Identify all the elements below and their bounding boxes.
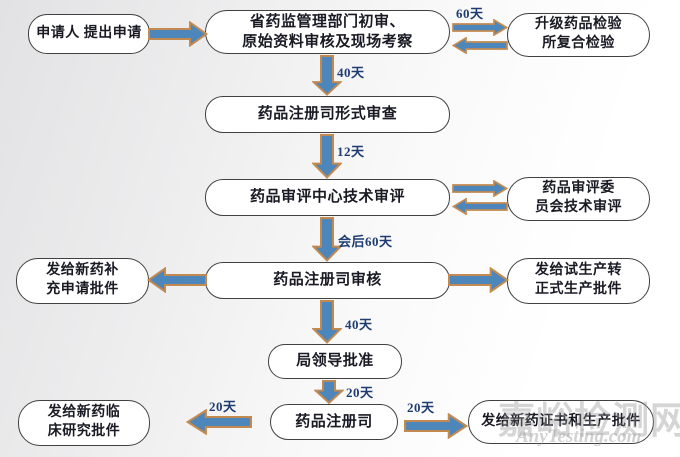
arrow-provincial-to-formal xyxy=(312,55,342,96)
box-clinical-approval: 发给新药临 床研究批件 xyxy=(18,400,150,446)
arrow-dept-to-certificate xyxy=(404,413,468,439)
box-trial-to-formal-approval-label: 发给试生产转 正式生产批件 xyxy=(535,263,622,297)
box-registration-review-label: 药品注册司审核 xyxy=(273,272,382,289)
arrow-registration-to-supplement xyxy=(147,267,207,293)
box-clinical-approval-label: 发给新药临 床研究批件 xyxy=(47,405,121,439)
arrow-inspection-to-provincial xyxy=(452,37,508,54)
arrow-formal-to-tech xyxy=(312,134,342,179)
box-provincial-review-label: 省药监管理部门初审、 原始资料审核及现场考察 xyxy=(242,13,413,50)
arrow-committee-to-tech xyxy=(452,198,508,215)
arrow-bureau-to-dept xyxy=(314,380,344,404)
box-applicant-label: 申请人 提出申请 xyxy=(36,25,142,41)
box-provincial-review: 省药监管理部门初审、 原始资料审核及现场考察 xyxy=(205,10,450,54)
duration-tech-to-registration: 会后60天 xyxy=(338,234,393,249)
duration-formal-to-tech: 12天 xyxy=(337,144,365,159)
box-formal-review-label: 药品注册司形式审查 xyxy=(257,106,398,123)
box-trial-to-formal-approval: 发给试生产转 正式生产批件 xyxy=(507,258,650,304)
arrow-tech-to-committee xyxy=(452,180,508,197)
box-registration-dept-label: 药品注册司 xyxy=(295,413,373,430)
arrow-tech-to-registration xyxy=(312,217,342,262)
box-registration-review: 药品注册司审核 xyxy=(205,262,450,299)
duration-bureau-to-dept: 20天 xyxy=(346,385,374,400)
box-upgrade-inspection-label: 升级药品检验 所复合检验 xyxy=(535,17,622,51)
watermark-site-name: 嘉峪检测网 xyxy=(498,401,680,442)
box-tech-review-label: 药品审评中心技术审评 xyxy=(249,189,405,206)
arrow-registration-to-trial xyxy=(448,267,509,293)
box-supplement-approval: 发给新药补 充申请批件 xyxy=(16,258,149,304)
watermark-site-url: AnyTesting.com xyxy=(516,426,642,447)
box-applicant: 申请人 提出申请 xyxy=(28,14,150,54)
box-certificate-approval: 发给新药证书和生产批件 xyxy=(468,400,654,444)
box-formal-review: 药品注册司形式审查 xyxy=(205,96,450,133)
box-committee-review: 药品审评委 员会技术审评 xyxy=(507,177,650,221)
duration-provincial-to-inspection: 60天 xyxy=(456,6,484,21)
box-upgrade-inspection: 升级药品检验 所复合检验 xyxy=(507,13,650,57)
duration-dept-to-clinical: 20天 xyxy=(209,399,237,414)
arrow-applicant-to-provincial xyxy=(148,21,208,47)
arrow-dept-to-clinical xyxy=(186,409,252,435)
box-certificate-approval-label: 发给新药证书和生产批件 xyxy=(481,413,641,429)
duration-registration-to-bureau: 40天 xyxy=(345,317,373,332)
box-bureau-approval: 局领导批准 xyxy=(268,344,402,379)
box-committee-review-label: 药品审评委 员会技术审评 xyxy=(535,181,622,215)
box-registration-dept: 药品注册司 xyxy=(270,404,398,440)
box-tech-review: 药品审评中心技术审评 xyxy=(205,179,450,216)
duration-provincial-to-formal: 40天 xyxy=(337,65,365,80)
box-supplement-approval-label: 发给新药补 充申请批件 xyxy=(46,263,119,297)
arrow-registration-to-bureau xyxy=(312,300,342,344)
duration-dept-to-certificate: 20天 xyxy=(407,400,435,415)
arrow-provincial-to-inspection xyxy=(452,19,508,36)
box-bureau-approval-label: 局领导批准 xyxy=(296,353,374,370)
